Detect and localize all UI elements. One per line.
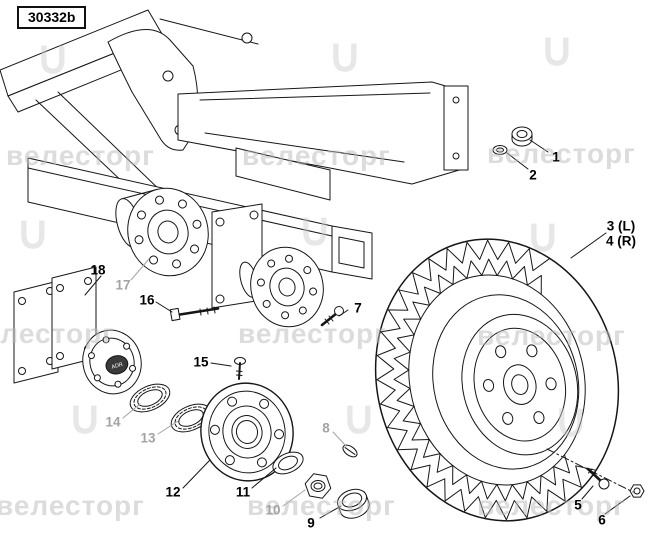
seal-11 [272, 451, 304, 475]
wheel-tire [374, 238, 620, 522]
bolt-16 [169, 306, 220, 322]
tire-tread-outer [376, 239, 596, 521]
clip-8 [342, 444, 358, 458]
bolt-5 [586, 467, 610, 490]
figure-number-label: 30332b [17, 6, 87, 29]
tire-tread-inner [393, 258, 571, 502]
axle-nut-10 [304, 473, 332, 499]
washer-2 [492, 145, 508, 155]
bolt-15 [234, 357, 246, 380]
leader-lines [84, 139, 634, 519]
axle-plate-assembly: ADR [13, 266, 142, 395]
bearing-cone-14 [129, 383, 171, 413]
nut-6 [629, 484, 645, 498]
hub-cap-9 [336, 488, 370, 519]
nut-1 [511, 126, 533, 147]
wheel-hub-12 [200, 382, 294, 482]
hub-rear [115, 187, 209, 277]
bolt-7 [320, 306, 344, 327]
leader-lines-muted [122, 258, 347, 507]
hub-cap-brand-text: ADR [111, 362, 124, 371]
complete-hub: ADR [82, 329, 142, 395]
hub-with-plate [211, 203, 324, 328]
chassis-frame [0, 9, 469, 280]
